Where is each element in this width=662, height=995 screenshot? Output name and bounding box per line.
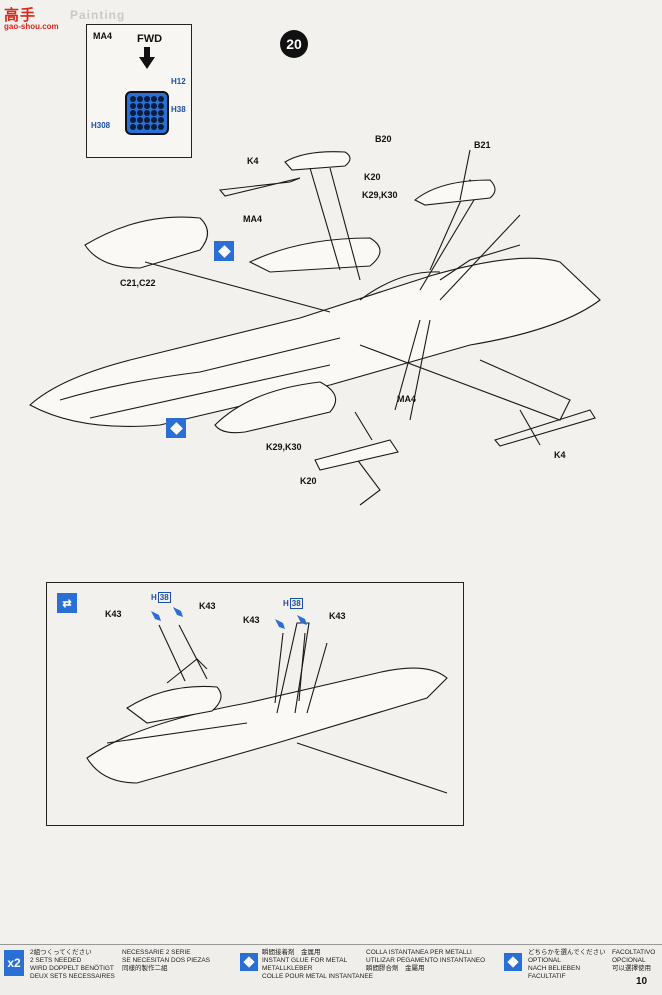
label-k29k30-top: K29,K30 [362,190,398,200]
color-ref-h12: H12 [171,77,186,86]
label-ma4-mid: MA4 [397,394,417,404]
fwd-label: FWD [137,33,163,45]
label-k4-bottom: K4 [554,450,566,460]
color-ref-h38: H38 [171,105,186,114]
legend-sets-needed-2: NECESSARIE 2 SERIE SE NECESITAN DOS PIEZ… [122,949,211,972]
optional-icon: ⇄ [57,593,77,613]
fwd-arrow-icon [139,47,155,69]
metal-glue-icon [166,418,186,438]
inset-code: MA4 [93,31,113,41]
step-number-badge: 20 [280,30,308,58]
decal-inset-panel: MA4 FWD H12 H38 H308 [86,24,192,158]
watermark: 高手 gao-shou.com [0,0,130,36]
label-b20: B20 [375,134,392,144]
optional-diagram [86,607,448,794]
legend-optional-2: FACOLTATIVO OPCIONAL 可以選擇使用 [612,949,656,972]
label-b21: B21 [474,140,491,150]
metal-glue-icon [240,953,258,971]
label-k43-d: K43 [329,611,346,621]
label-c21c22: C21,C22 [120,278,156,288]
label-k43-c: K43 [243,615,260,625]
faint-header-title: Painting [70,8,126,22]
label-k43-a: K43 [105,609,122,619]
legend-sets-needed: 2組つくってください 2 SETS NEEDED WIRD DOPPELT BE… [30,949,115,980]
legend-bar: 2組つくってください 2 SETS NEEDED WIRD DOPPELT BE… [0,944,662,995]
metal-glue-icon [214,241,234,261]
page-number: 10 [636,976,648,987]
decal-grid [125,91,169,135]
optional-icon [504,953,522,971]
legend-optional: どちらかを選んでください OPTIONAL NACH BELIEBEN FACU… [528,949,606,980]
color-ref-h308: H308 [91,121,111,130]
watermark-cn: 高手 [4,7,37,24]
watermark-url: gao-shou.com [4,22,59,31]
label-k20-top: K20 [364,172,381,182]
label-k43-b: K43 [199,601,216,611]
two-sets-icon: x2 [4,950,24,976]
legend-instant-glue-2: COLLA ISTANTANEA PER METALLI UTILIZAR PE… [366,949,486,972]
label-k29k30-bottom: K29,K30 [266,442,302,452]
label-ma4-top: MA4 [243,214,263,224]
label-k20-bottom: K20 [300,476,317,486]
label-k4-top: K4 [247,156,259,166]
legend-instant-glue: 瞬間接着剤 金属用 INSTANT GLUE FOR METAL METALLK… [262,949,374,980]
